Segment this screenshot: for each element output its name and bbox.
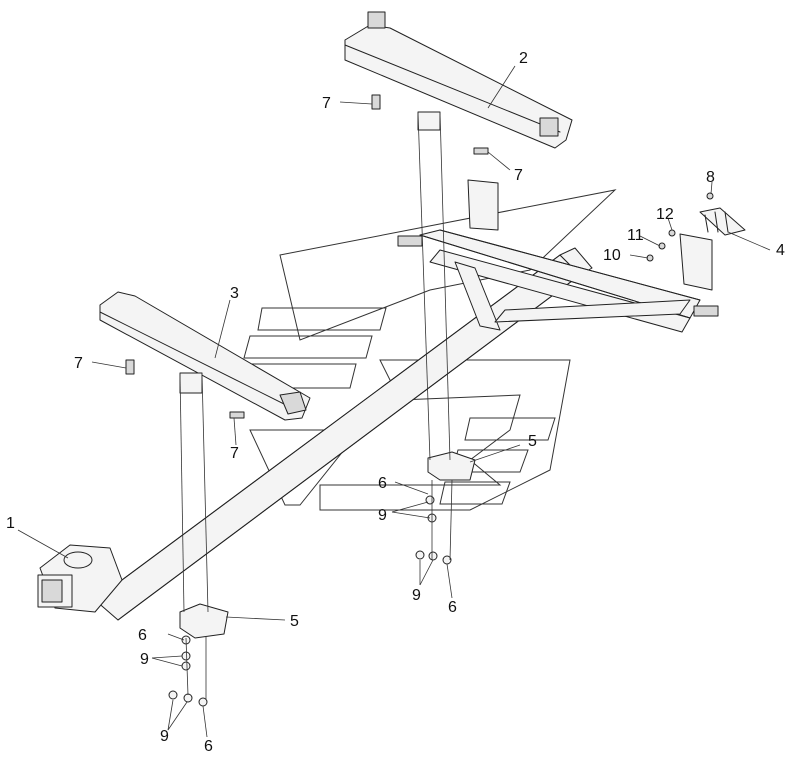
callout-9-upper-left: 9 xyxy=(378,507,387,524)
main-beam xyxy=(94,247,593,621)
assembly-guide-lines xyxy=(179,111,453,700)
callout-9-lower-right: 9 xyxy=(160,728,169,745)
callout-3: 3 xyxy=(230,285,239,302)
callout-4: 4 xyxy=(776,242,785,259)
callout-6-upper-right: 6 xyxy=(448,599,457,616)
callout-9-lower-left: 9 xyxy=(140,651,149,668)
callout-6-upper-left: 6 xyxy=(378,475,387,492)
callout-9-upper-right: 9 xyxy=(412,587,421,604)
callout-labels: 1 2 3 4 5 5 6 6 6 6 7 7 7 7 8 9 9 9 9 10… xyxy=(6,50,785,755)
callout-1: 1 xyxy=(6,515,15,532)
callout-6-lower-right: 6 xyxy=(204,738,213,755)
callout-5-lower: 5 xyxy=(290,613,299,630)
crossbar-part-3 xyxy=(99,291,311,421)
leader-lines xyxy=(17,65,771,738)
callout-7-middle-left: 7 xyxy=(74,355,83,372)
bracket-part-4 xyxy=(699,207,746,236)
hardware xyxy=(125,94,714,707)
callout-11: 11 xyxy=(627,227,644,244)
callout-5-upper: 5 xyxy=(528,433,537,450)
callout-12: 12 xyxy=(656,206,674,223)
callout-7-middle-right: 7 xyxy=(230,445,239,462)
callout-7-top-left: 7 xyxy=(322,95,331,112)
hitch-part-1 xyxy=(37,544,123,613)
callout-8: 8 xyxy=(706,169,715,186)
callout-2: 2 xyxy=(519,50,528,67)
crossbar-part-2 xyxy=(344,11,573,149)
clamp-part-5-lower xyxy=(179,603,229,639)
callout-10: 10 xyxy=(603,247,621,264)
callout-7-top-right: 7 xyxy=(514,167,523,184)
axle-frame xyxy=(397,179,719,333)
clamp-part-5-upper xyxy=(427,451,476,481)
callout-6-lower-left: 6 xyxy=(138,627,147,644)
